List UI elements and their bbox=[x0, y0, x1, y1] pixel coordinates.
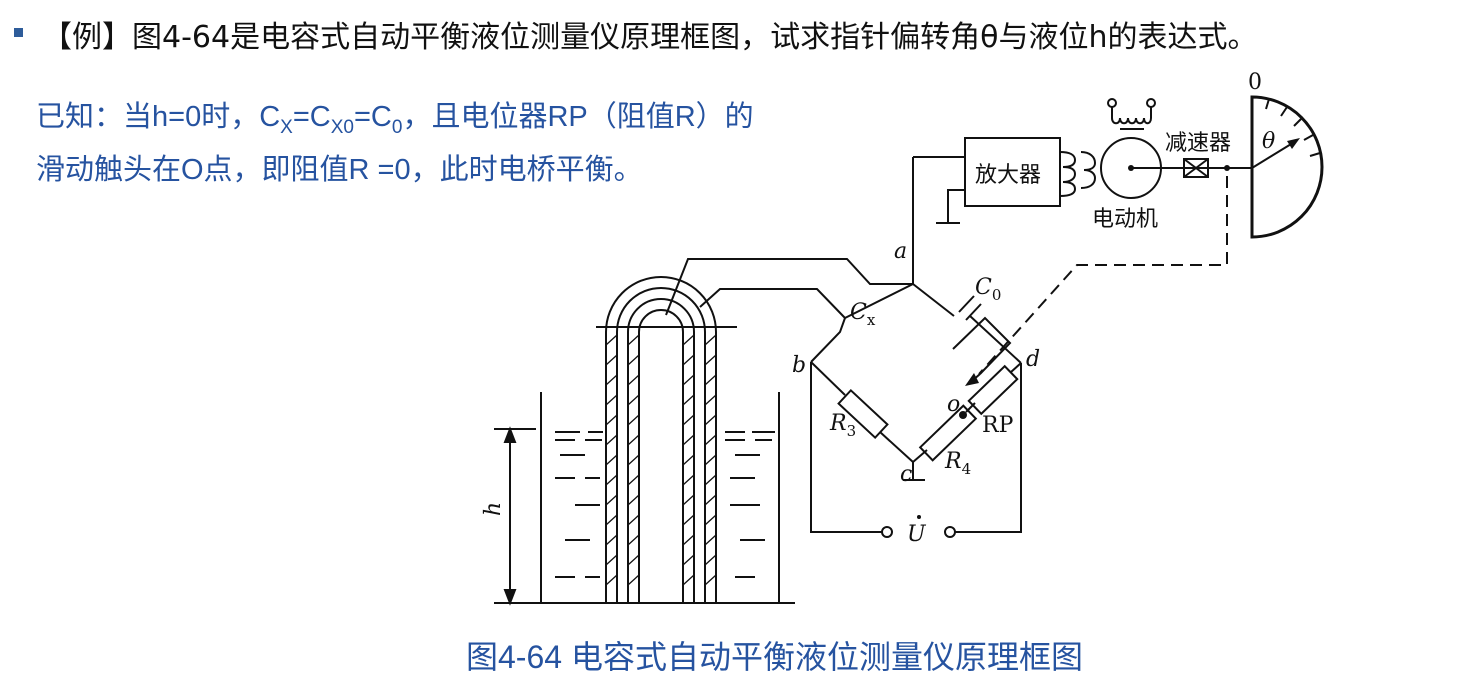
given-conditions: 已知：当h=0时，CX=CX0=C0，且电位器RP（阻值R）的 滑动触头在O点，… bbox=[36, 96, 754, 192]
u-electrode bbox=[596, 276, 737, 603]
motor-label: 电动机 bbox=[1092, 207, 1158, 232]
cx-label: Cx bbox=[850, 300, 876, 329]
node-b-label: b bbox=[792, 353, 806, 378]
motor-center bbox=[1128, 165, 1134, 171]
electrode-leads bbox=[665, 258, 913, 319]
bullet-icon bbox=[14, 28, 23, 37]
given-sub-1: X bbox=[280, 116, 293, 138]
c0-label: C0 bbox=[975, 275, 1001, 304]
dial bbox=[1250, 95, 1324, 239]
amplifier-ground bbox=[936, 189, 965, 224]
reducer-label: 减速器 bbox=[1165, 131, 1231, 156]
figure-caption: 图4-64 电容式自动平衡液位测量仪原理框图 bbox=[466, 639, 1083, 675]
r4-label: R4 bbox=[944, 449, 971, 478]
given-line-2: 滑动触头在O点，即阻值R =0，此时电桥平衡。 bbox=[36, 153, 643, 186]
dial-zero-label: 0 bbox=[1248, 70, 1262, 95]
given-text-d: ，且电位器RP（阻值R）的 bbox=[402, 101, 754, 133]
dial-ticks bbox=[1251, 97, 1321, 157]
node-o-label: o bbox=[947, 392, 960, 417]
tank bbox=[494, 392, 795, 604]
bridge bbox=[810, 156, 1022, 538]
given-sub-2: X0 bbox=[330, 116, 354, 138]
given-text-a: 已知：当h=0时，C bbox=[36, 101, 281, 133]
motor-coil bbox=[1059, 151, 1097, 197]
theta-label: θ bbox=[1262, 129, 1275, 154]
rp-slider-arrow bbox=[965, 373, 979, 386]
node-d-label: d bbox=[1026, 347, 1040, 372]
h-dimension bbox=[503, 426, 517, 606]
shaft-junction bbox=[1224, 165, 1230, 171]
mechanical-linkage bbox=[978, 176, 1228, 375]
reducer-box bbox=[1183, 158, 1209, 178]
node-a-label: a bbox=[894, 239, 907, 264]
voltage-dot bbox=[917, 515, 921, 519]
given-line-1: 已知：当h=0时，CX=CX0=C0，且电位器RP（阻值R）的 bbox=[36, 96, 754, 149]
pointer bbox=[1251, 140, 1297, 169]
motor-supply-coil bbox=[1107, 98, 1156, 130]
pointer-arrow bbox=[1287, 138, 1300, 149]
given-text-c: =C bbox=[353, 101, 392, 133]
amplifier-label: 放大器 bbox=[975, 163, 1041, 188]
problem-statement: 【例】图4-64是电容式自动平衡液位测量仪原理框图，试求指针偏转角θ与液位h的表… bbox=[42, 20, 1258, 55]
r3-label: R3 bbox=[829, 411, 856, 440]
given-text-b: =C bbox=[292, 101, 331, 133]
given-sub-3: 0 bbox=[391, 116, 403, 138]
node-o-dot bbox=[959, 411, 967, 419]
liquid-surface bbox=[555, 431, 775, 578]
rp-label: RP bbox=[982, 413, 1014, 438]
node-c-label: c bbox=[900, 462, 912, 487]
voltage-label: U bbox=[907, 522, 927, 547]
h-label: h bbox=[481, 502, 506, 516]
amplifier-box bbox=[964, 137, 1061, 207]
